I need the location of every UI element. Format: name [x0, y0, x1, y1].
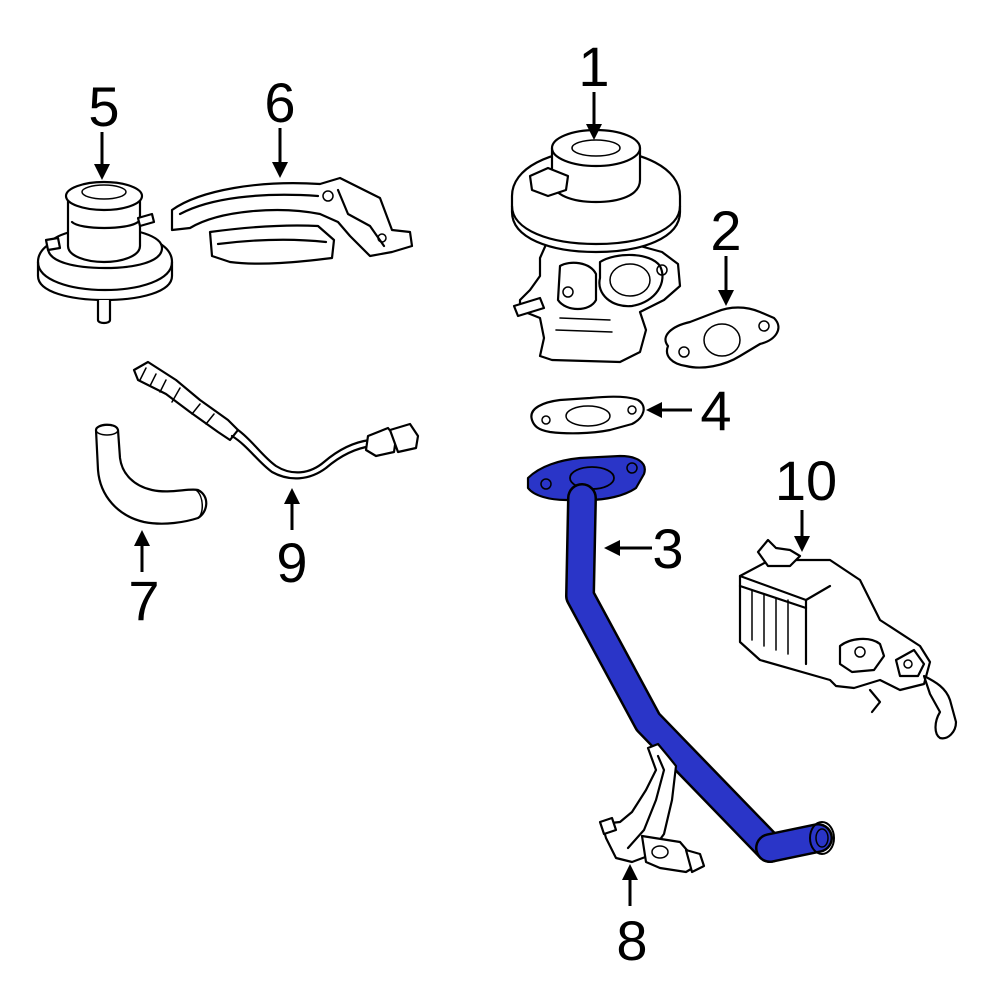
- callout-7: 7: [128, 530, 160, 632]
- callout-4: 4: [646, 379, 732, 442]
- callout-2-label: 2: [710, 199, 741, 262]
- vapor-canister-part[interactable]: [738, 538, 958, 740]
- oxygen-sensor-part[interactable]: [132, 360, 420, 480]
- callout-6-label: 6: [264, 71, 295, 134]
- callout-10: 10: [775, 449, 837, 552]
- egr-valve-part[interactable]: [510, 128, 682, 364]
- callout-5: 5: [88, 75, 120, 180]
- callout-1: 1: [578, 35, 610, 140]
- callout-10-label: 10: [775, 449, 837, 512]
- callout-3-label: 3: [652, 517, 683, 580]
- gasket-lower-part[interactable]: [530, 395, 645, 435]
- callout-7-label: 7: [128, 569, 159, 632]
- bracket-part[interactable]: [170, 176, 414, 265]
- callout-5-label: 5: [88, 75, 119, 138]
- callout-2: 2: [710, 199, 742, 306]
- callout-8: 8: [616, 864, 648, 972]
- sensor-with-bracket-part[interactable]: [598, 742, 706, 874]
- callout-4-label: 4: [700, 379, 731, 442]
- callout-9-label: 9: [276, 531, 307, 594]
- gasket-upper-part[interactable]: [664, 306, 780, 369]
- vacuum-modulator-part[interactable]: [36, 180, 174, 325]
- vacuum-hose-part[interactable]: [94, 423, 208, 525]
- callout-1-label: 1: [578, 35, 609, 98]
- callout-8-label: 8: [616, 909, 647, 972]
- callout-9: 9: [276, 488, 308, 594]
- egr-pipe-part[interactable]: [526, 454, 835, 863]
- callout-6: 6: [264, 71, 296, 178]
- callout-3: 3: [604, 517, 684, 580]
